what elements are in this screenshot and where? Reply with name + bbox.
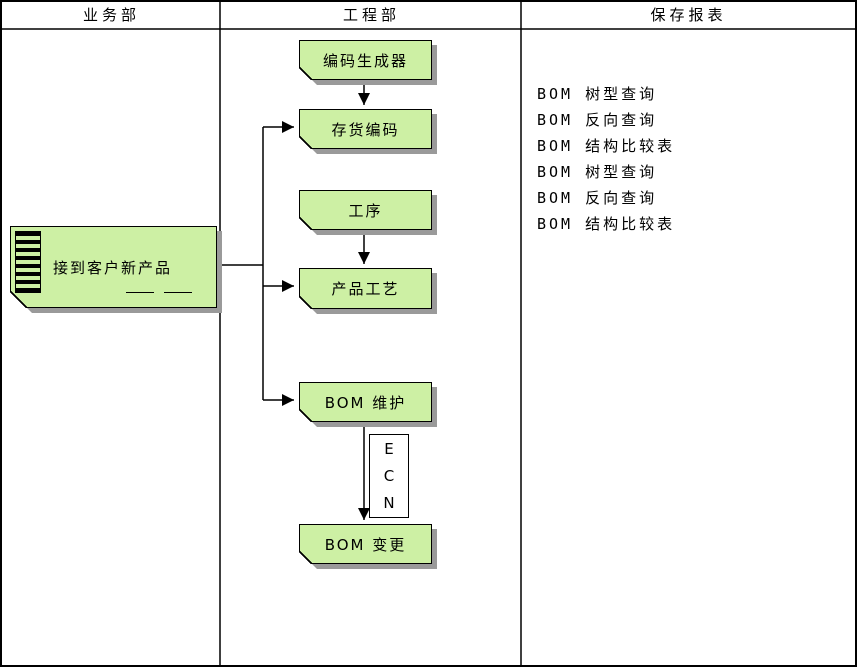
node-bom-maintain: BOM 维护	[299, 382, 432, 422]
folded-corner-icon	[299, 217, 312, 230]
node-process: 工序	[299, 190, 432, 230]
node-bom-change: BOM 变更	[299, 524, 432, 564]
node-label: 工序	[348, 201, 383, 220]
node-label: 产品工艺	[331, 280, 400, 298]
folded-corner-icon	[299, 67, 312, 80]
node-receive-new-product: 接到客户新产品	[10, 226, 217, 308]
node-inventory-code: 存货编码	[299, 109, 432, 149]
node-label: 存货编码	[331, 120, 400, 139]
node-code-generator: 编码生成器	[299, 40, 432, 80]
node-label: 编码生成器	[322, 51, 408, 70]
report-item: BOM 树型查询	[537, 163, 658, 181]
report-item: BOM 反向查询	[537, 189, 658, 207]
report-item: BOM 结构比较表	[537, 215, 676, 233]
folded-corner-icon	[299, 409, 312, 422]
node-label: 接到客户新产品	[53, 258, 173, 277]
folded-corner-icon	[299, 296, 312, 309]
report-list: BOM 树型查询 BOM 反向查询 BOM 结构比较表 BOM 树型查询 BOM…	[537, 81, 675, 237]
report-item: BOM 反向查询	[537, 111, 658, 129]
underline-marks	[126, 292, 192, 293]
ecn-label-box: E C N	[369, 434, 409, 518]
node-product-craft: 产品工艺	[299, 268, 432, 309]
lane-title-engineering: 工程部	[342, 6, 400, 24]
lane-title-reports: 保存报表	[650, 6, 727, 24]
spiral-binding-icon	[15, 231, 41, 293]
folded-corner-icon	[299, 136, 312, 149]
report-item: BOM 树型查询	[537, 85, 658, 103]
node-label: BOM 变更	[324, 535, 407, 554]
folded-corner-icon	[299, 551, 312, 564]
report-item: BOM 结构比较表	[537, 137, 676, 155]
folded-corner-icon	[10, 291, 27, 308]
node-label: BOM 维护	[324, 393, 407, 412]
ecn-label: E C N	[383, 439, 395, 512]
lane-title-business: 业务部	[82, 6, 140, 24]
